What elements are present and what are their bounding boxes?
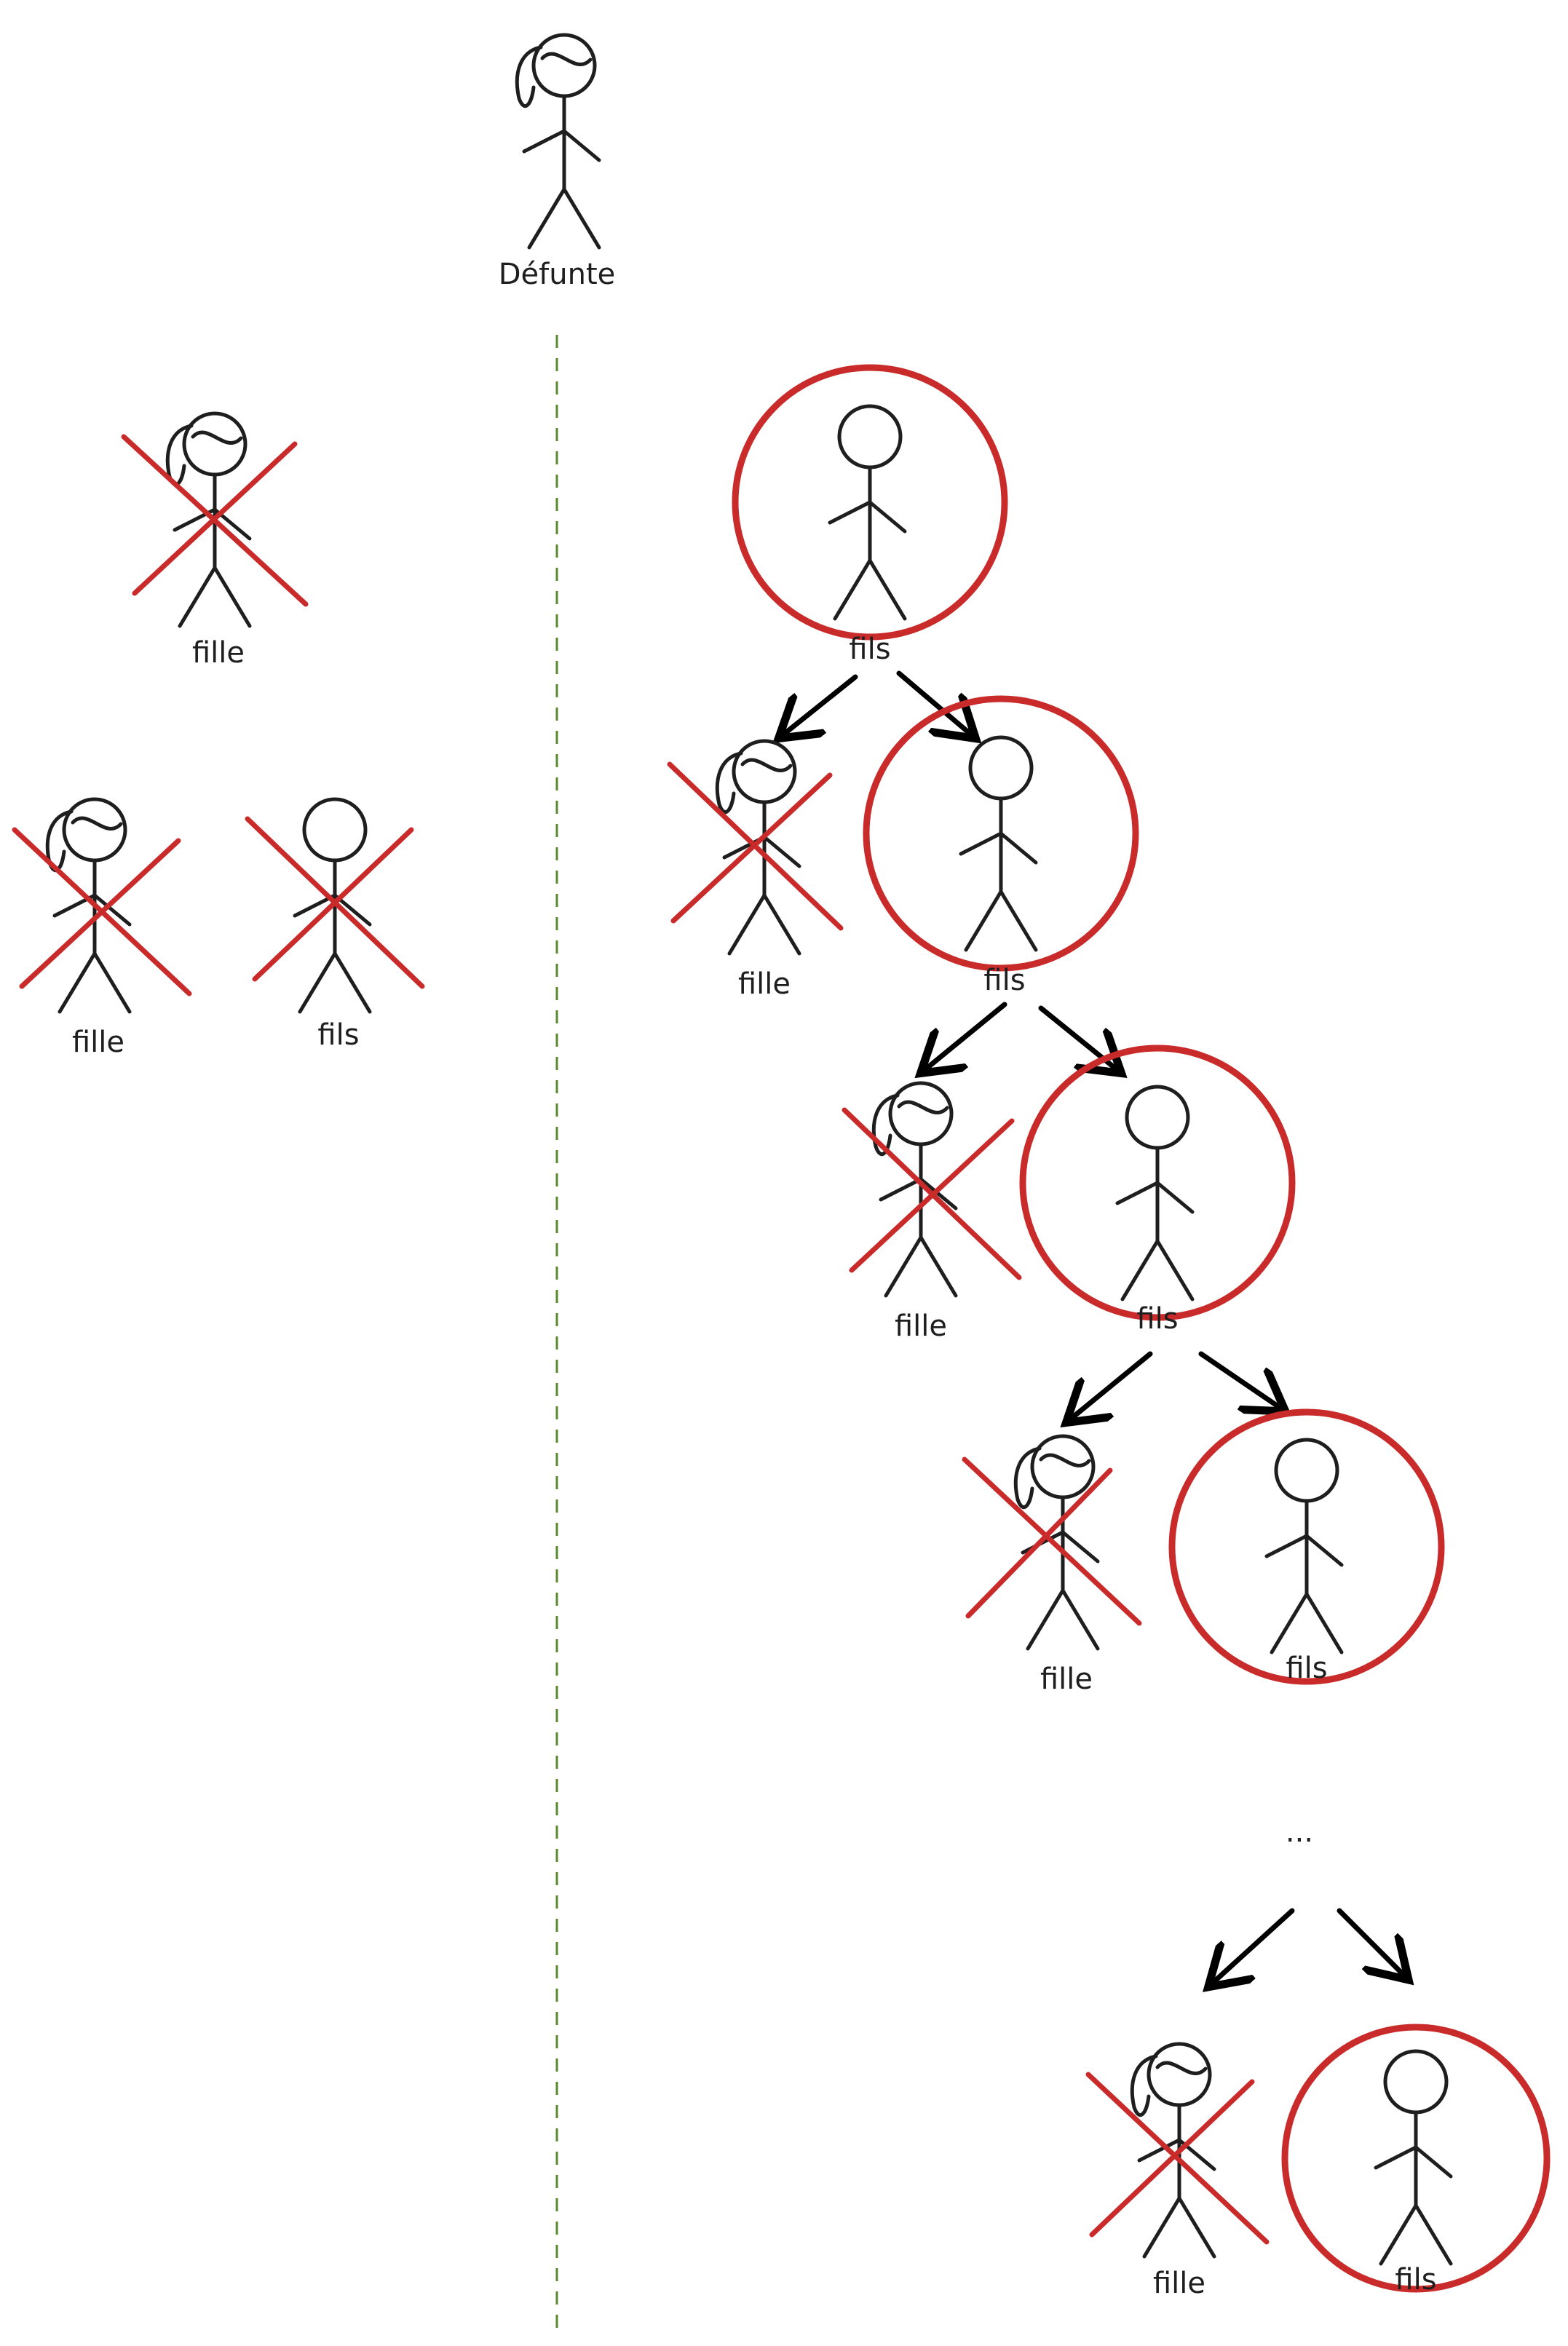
right-son-gen1-label: fils: [849, 633, 890, 666]
right-son-gen5: fils: [1281, 2024, 1551, 2297]
deceased-label: Défunte: [499, 258, 616, 291]
right-son-gen2: fils: [863, 695, 1139, 997]
left-daughter-2-label: fille: [72, 1026, 124, 1059]
heir-circle: [1168, 1408, 1445, 1685]
cross-mark: [849, 1118, 1015, 1273]
heir-circle: [1019, 1045, 1296, 1321]
left-daughter-1: fille: [121, 413, 309, 670]
right-son-gen3: fils: [1019, 1045, 1296, 1336]
arrow-to-daughter-gen3: [924, 1002, 1007, 1070]
right-daughter-gen2: fille: [667, 741, 844, 1001]
right-son-gen1: fils: [732, 364, 1008, 666]
arrow-to-daughter-gen5: [1212, 1908, 1295, 1984]
arrow-to-son-gen5: [1337, 1908, 1405, 1976]
right-son-gen4-label: fils: [1286, 1652, 1327, 1685]
cross-mark: [670, 772, 833, 924]
heir-circle: [1281, 2024, 1551, 2293]
right-son-gen3-label: fils: [1136, 1302, 1178, 1336]
cross-mark: [965, 1467, 1113, 1619]
right-daughter-gen5-label: fille: [1153, 2267, 1205, 2300]
left-daughter-1-label: fille: [192, 636, 245, 670]
right-son-gen5-label: fils: [1395, 2263, 1436, 2297]
cross-mark: [19, 838, 181, 989]
cross-mark: [962, 1457, 1142, 1626]
arrow-to-son-gen2: [896, 670, 972, 735]
right-daughter-gen5: fille: [1085, 2044, 1270, 2300]
right-daughter-gen3-label: fille: [895, 1309, 947, 1343]
left-daughter-2: fille: [12, 799, 192, 1059]
right-son-gen2-label: fils: [983, 964, 1025, 997]
heir-circle: [863, 695, 1139, 972]
cross-mark: [1089, 2079, 1255, 2238]
right-daughter-gen3: fille: [842, 1083, 1022, 1343]
right-son-gen4: fils: [1168, 1408, 1445, 1685]
cross-mark: [132, 441, 298, 596]
heir-circle: [732, 364, 1008, 641]
left-son-1-label: fils: [317, 1018, 359, 1052]
continuation-ellipsis: ...: [1286, 1815, 1313, 1849]
right-daughter-gen4-label: fille: [1040, 1663, 1093, 1696]
left-son-1: fils: [245, 799, 425, 1052]
deceased-figure: [517, 35, 599, 247]
arrow-to-daughter-gen4: [1070, 1351, 1153, 1419]
right-daughter-gen4: fille: [962, 1436, 1142, 1696]
arrow-to-son-gen4: [1198, 1351, 1281, 1408]
cross-mark: [1085, 2072, 1270, 2245]
cross-mark: [252, 827, 414, 982]
arrow-to-daughter-gen2: [783, 674, 858, 735]
right-daughter-gen2-label: fille: [738, 967, 791, 1001]
